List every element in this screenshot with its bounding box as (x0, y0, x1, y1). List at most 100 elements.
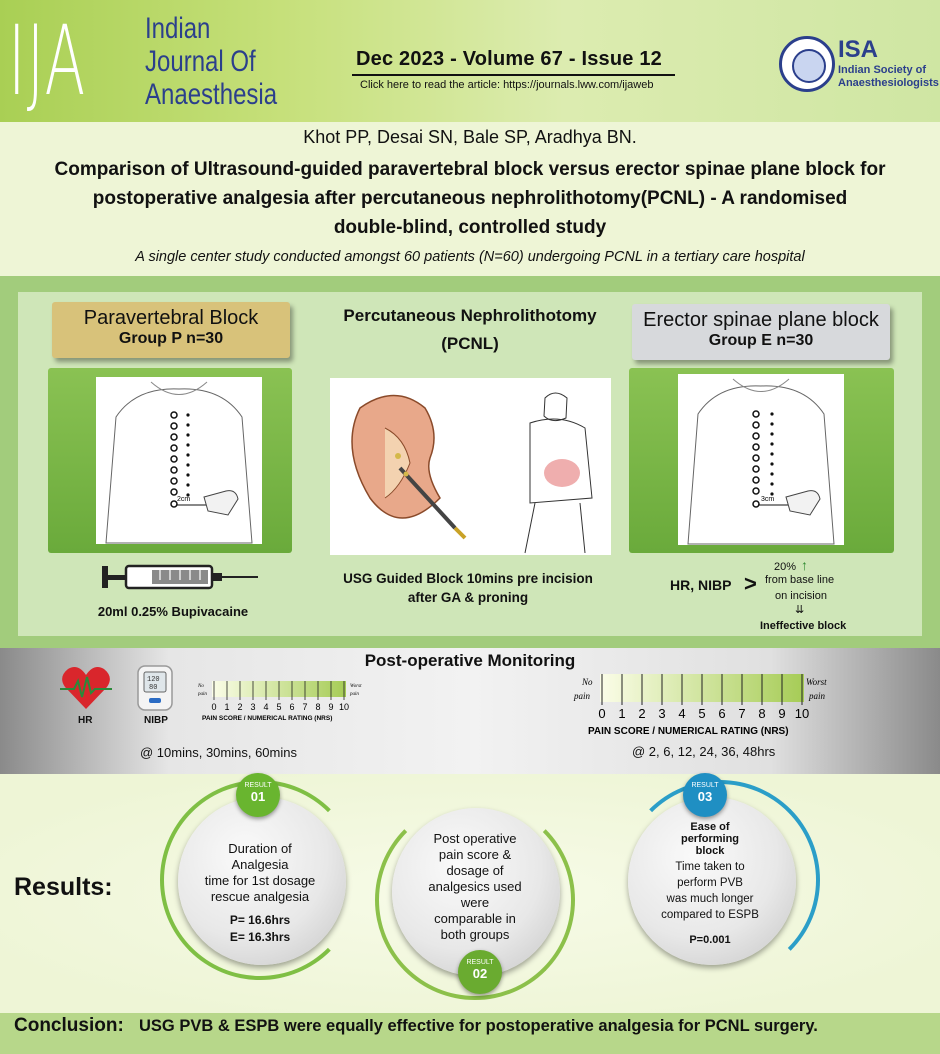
result-line: comparable in (434, 911, 516, 926)
article-link[interactable]: Click here to read the article: https://… (360, 79, 654, 91)
greater-than-symbol: > (744, 571, 757, 596)
result-line: Ease of (690, 821, 730, 833)
scale-number: 8 (316, 702, 321, 712)
scale-number: 4 (678, 706, 685, 721)
scale-worst-label: Worst (806, 677, 827, 687)
group-p-name: Paravertebral Block (83, 307, 259, 329)
group-p-duration: P= 16.6hrs (229, 913, 291, 927)
result-line: analgesics used (428, 879, 522, 894)
down-arrows-icon: ⇊ (795, 604, 805, 616)
ineffective-block-label: Ineffective block (760, 620, 847, 632)
nibp-icon-label: NIBP (144, 715, 168, 726)
group-p-size: Group P n=30 (118, 330, 224, 347)
result-3-badge: RESULT 03 (683, 773, 727, 817)
badge-number: 02 (472, 966, 488, 981)
result-1-text: Duration of Analgesia time for 1st dosag… (196, 841, 324, 905)
result-3-heading: Ease of performing block (660, 821, 760, 857)
hr-icon-label: HR (78, 715, 93, 726)
scale-number: 0 (598, 706, 605, 721)
result-1-badge: RESULT 01 (236, 773, 280, 817)
scale-pain-label: pain (808, 691, 826, 701)
scale-number: 6 (718, 706, 725, 721)
scale-number: 9 (329, 702, 334, 712)
result-line: both groups (440, 927, 510, 942)
espb-back-illustration: 3cm (678, 374, 844, 545)
scale-number: 3 (658, 706, 665, 721)
result-line: Analgesia (231, 857, 289, 872)
result-line: perform PVB (677, 877, 743, 889)
result-2-text: Post operative pain score & dosage of an… (420, 831, 530, 943)
scale-pain-label: pain (349, 692, 359, 697)
result-2-ring (375, 800, 575, 1000)
conclusion-bar (0, 1013, 940, 1054)
scale-no-label: No (581, 677, 593, 687)
result-1-disc (178, 797, 346, 965)
svg-text:80: 80 (149, 684, 157, 692)
heart-rate-icon (60, 665, 112, 711)
scale-number: 7 (738, 706, 745, 721)
badge-word: RESULT (244, 782, 272, 789)
scale-pain-label: pain (573, 691, 591, 701)
syringe-icon (100, 560, 260, 596)
scale-number: 0 (212, 702, 217, 712)
pcnl-illustration (330, 378, 611, 555)
result-line: dosage of (446, 863, 504, 878)
issue-divider (352, 74, 675, 76)
ija-logo: IJA (8, 5, 87, 117)
badge-number: 03 (697, 789, 713, 804)
group-e-box: Erector spinae plane block Group E n=30 (632, 304, 890, 360)
journal-name-line: Anaesthesia (145, 78, 278, 111)
result-line: block (695, 845, 725, 857)
group-p-box: Paravertebral Block Group P n=30 (52, 302, 290, 358)
scale-worst-label: Worst (350, 684, 362, 689)
scale-number: 2 (638, 706, 645, 721)
scale-number: 1 (225, 702, 230, 712)
scale-number: 6 (290, 702, 295, 712)
result-line: pain score & (438, 847, 512, 862)
scale-number: 2 (238, 702, 243, 712)
result-2-disc (392, 808, 560, 976)
block-timing: USG Guided Block 10mins pre incision aft… (318, 569, 618, 607)
pvb-distance-label: 2cm (177, 496, 190, 503)
scale-number: 10 (339, 702, 349, 712)
authors: Khot PP, Desai SN, Bale SP, Aradhya BN. (303, 127, 637, 147)
conclusion-label: Conclusion: (14, 1015, 124, 1036)
result-line: rescue analgesia (210, 889, 310, 904)
incision-label: on incision (775, 590, 827, 602)
badge-word: RESULT (691, 782, 719, 789)
drug-dose: 20ml 0.25% Bupivacaine (97, 604, 249, 619)
result-line: were (460, 895, 490, 910)
conclusion-text: USG PVB & ESPB were equally effective fo… (139, 1017, 818, 1035)
result-3-pvalue: P=0.001 (689, 934, 731, 946)
badge-word: RESULT (466, 959, 494, 966)
scale-number: 9 (778, 706, 785, 721)
svg-text:120: 120 (147, 676, 160, 684)
result-line: compared to ESPB (661, 909, 759, 921)
bp-monitor-icon: 120 80 (136, 664, 174, 712)
result-3-text: Time taken to perform PVB was much longe… (646, 859, 774, 923)
result-2-badge: RESULT 02 (458, 950, 502, 994)
scale-number: 3 (251, 702, 256, 712)
result-line: performing (680, 833, 740, 845)
title-line: postoperative analgesia after percutaneo… (92, 188, 848, 209)
procedure-title-line: Percutaneous Nephrolithotomy (343, 306, 597, 325)
issue-info: Dec 2023 - Volume 67 - Issue 12 (356, 48, 662, 70)
espb-distance-label: 3cm (761, 496, 774, 503)
badge-number: 01 (250, 789, 266, 804)
result-line: time for 1st dosage (204, 873, 316, 888)
journal-name-line: Journal Of (145, 45, 256, 78)
scale-number: 5 (698, 706, 705, 721)
rise-percent: 20% (774, 561, 797, 573)
procedure-title: Percutaneous Nephrolithotomy (PCNL) (310, 302, 630, 358)
scale-caption: PAIN SCORE / NUMERICAL RATING (NRS) (202, 715, 332, 722)
up-arrow-icon: ↑ (801, 557, 808, 573)
results-heading: Results: (14, 873, 113, 901)
hr-nibp-label: HR, NIBP (670, 577, 732, 593)
scale-number: 10 (795, 706, 809, 721)
early-monitoring-times: @ 10mins, 30mins, 60mins (140, 745, 297, 760)
result-line: Time taken to (675, 861, 745, 873)
pvb-back-illustration: 2cm (96, 377, 262, 544)
title-line: double-blind, controlled study (333, 217, 607, 238)
